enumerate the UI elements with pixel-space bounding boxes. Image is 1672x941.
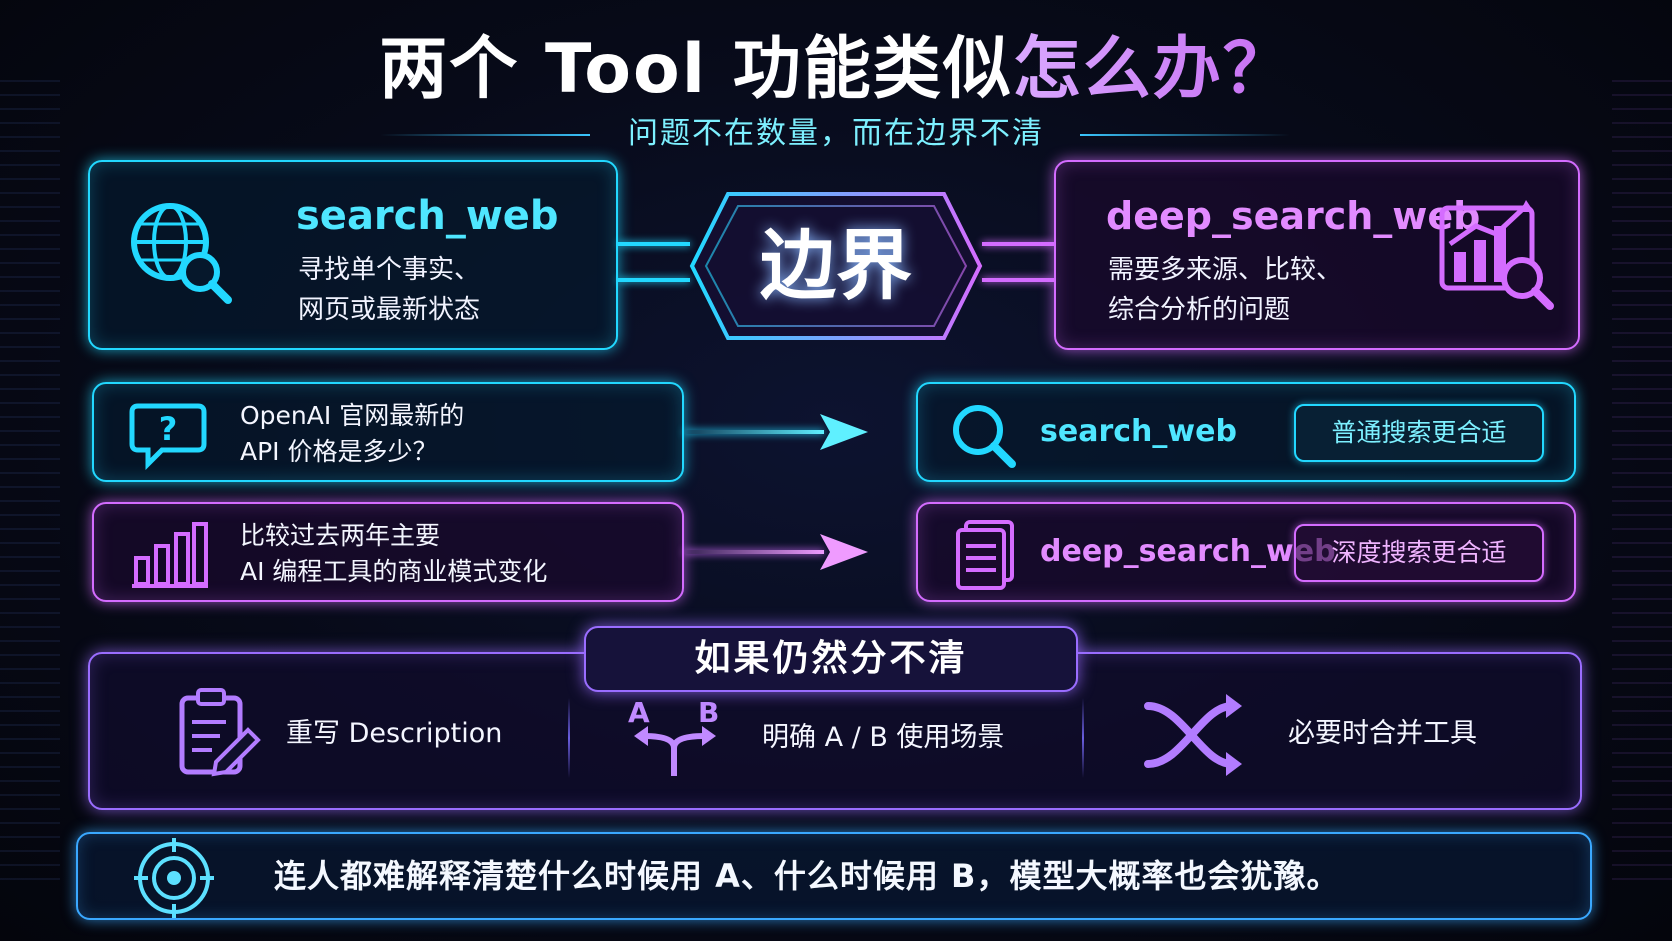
document-icon (952, 518, 1022, 592)
question-2-line2: AI 编程工具的商业模式变化 (240, 557, 548, 586)
arrow-2-head-icon (820, 532, 870, 572)
example-question-1: ? OpenAI 官网最新的 API 价格是多少？ (92, 382, 684, 482)
tool-desc-right-line1: 需要多来源、比较、 (1108, 255, 1343, 285)
left-side-decor (0, 80, 60, 881)
fallback-title: 如果仍然分不清 (584, 626, 1078, 692)
tool-card-deep-search-web: deep_search_web 需要多来源、比较、 综合分析的问题 (1054, 160, 1580, 350)
clipboard-edit-icon (176, 686, 262, 780)
tool-card-search-web: search_web 寻找单个事实、 网页或最新状态 (88, 160, 618, 350)
target-icon (134, 838, 214, 918)
tool-name-search-web: search_web (296, 193, 559, 239)
example-question-2: 比较过去两年主要 AI 编程工具的商业模式变化 (92, 502, 684, 602)
tool-name-deep-search-web: deep_search_web (1106, 194, 1481, 238)
example-result-1: search_web 普通搜索更合适 (916, 382, 1576, 482)
tool-desc-right-line2: 综合分析的问题 (1108, 295, 1291, 325)
connector-left-top (618, 242, 690, 246)
footer-text: 连人都难解释清楚什么时候用 A、什么时候用 B，模型大概率也会犹豫。 (274, 857, 1340, 895)
subtitle-line-right (1080, 134, 1290, 136)
shuffle-icon (1142, 692, 1246, 778)
title-part1: 两个 Tool 功能类似 (379, 30, 1013, 109)
fallback-step-3: 必要时合并工具 (1288, 718, 1477, 749)
boundary-badge: 边界 (688, 190, 984, 342)
footer-banner: 连人都难解释清楚什么时候用 A、什么时候用 B，模型大概率也会犹豫。 (76, 832, 1592, 920)
divider-1 (568, 698, 570, 778)
subtitle-line-left (380, 134, 590, 136)
subtitle: 问题不在数量，而在边界不清 (628, 116, 1044, 151)
tool-desc-line1: 寻找单个事实、 (298, 255, 481, 285)
connector-right-bottom (982, 278, 1054, 282)
question-2-line1: 比较过去两年主要 (240, 521, 441, 550)
arrow-1-line (684, 430, 824, 434)
result-1-tool-name: search_web (1040, 414, 1237, 449)
tool-desc-line2: 网页或最新状态 (298, 295, 481, 325)
divider-2 (1082, 698, 1084, 778)
branch-ab-icon-b-letter: B (698, 696, 719, 729)
search-icon (948, 400, 1018, 470)
result-2-badge: 深度搜索更合适 (1294, 524, 1544, 582)
title-part2: 怎么办？ (1012, 30, 1293, 109)
chart-search-icon (1436, 196, 1556, 316)
fallback-step-1: 重写 Description (286, 718, 503, 749)
question-1-line1: OpenAI 官网最新的 (240, 401, 465, 430)
boundary-label: 边界 (760, 221, 912, 310)
bar-chart-icon (130, 520, 210, 590)
right-side-decor (1612, 80, 1672, 881)
branch-ab-icon-a-letter: A (628, 696, 650, 729)
main-title: 两个 Tool 功能类似怎么办？ (0, 22, 1672, 118)
connector-left-bottom (618, 278, 690, 282)
globe-search-icon (124, 196, 234, 306)
svg-text:?: ? (159, 410, 178, 448)
example-result-2: deep_search_web 深度搜索更合适 (916, 502, 1576, 602)
question-bubble-icon: ? (128, 400, 208, 471)
arrow-1-head-icon (820, 412, 870, 452)
result-2-tool-name: deep_search_web (1040, 534, 1336, 569)
question-1-line2: API 价格是多少？ (240, 437, 438, 466)
connector-right-top (982, 242, 1054, 246)
result-1-badge: 普通搜索更合适 (1294, 404, 1544, 462)
fallback-step-2: 明确 A / B 使用场景 (762, 722, 1005, 753)
branch-ab-icon: A B (620, 692, 730, 780)
arrow-2-line (684, 550, 824, 554)
